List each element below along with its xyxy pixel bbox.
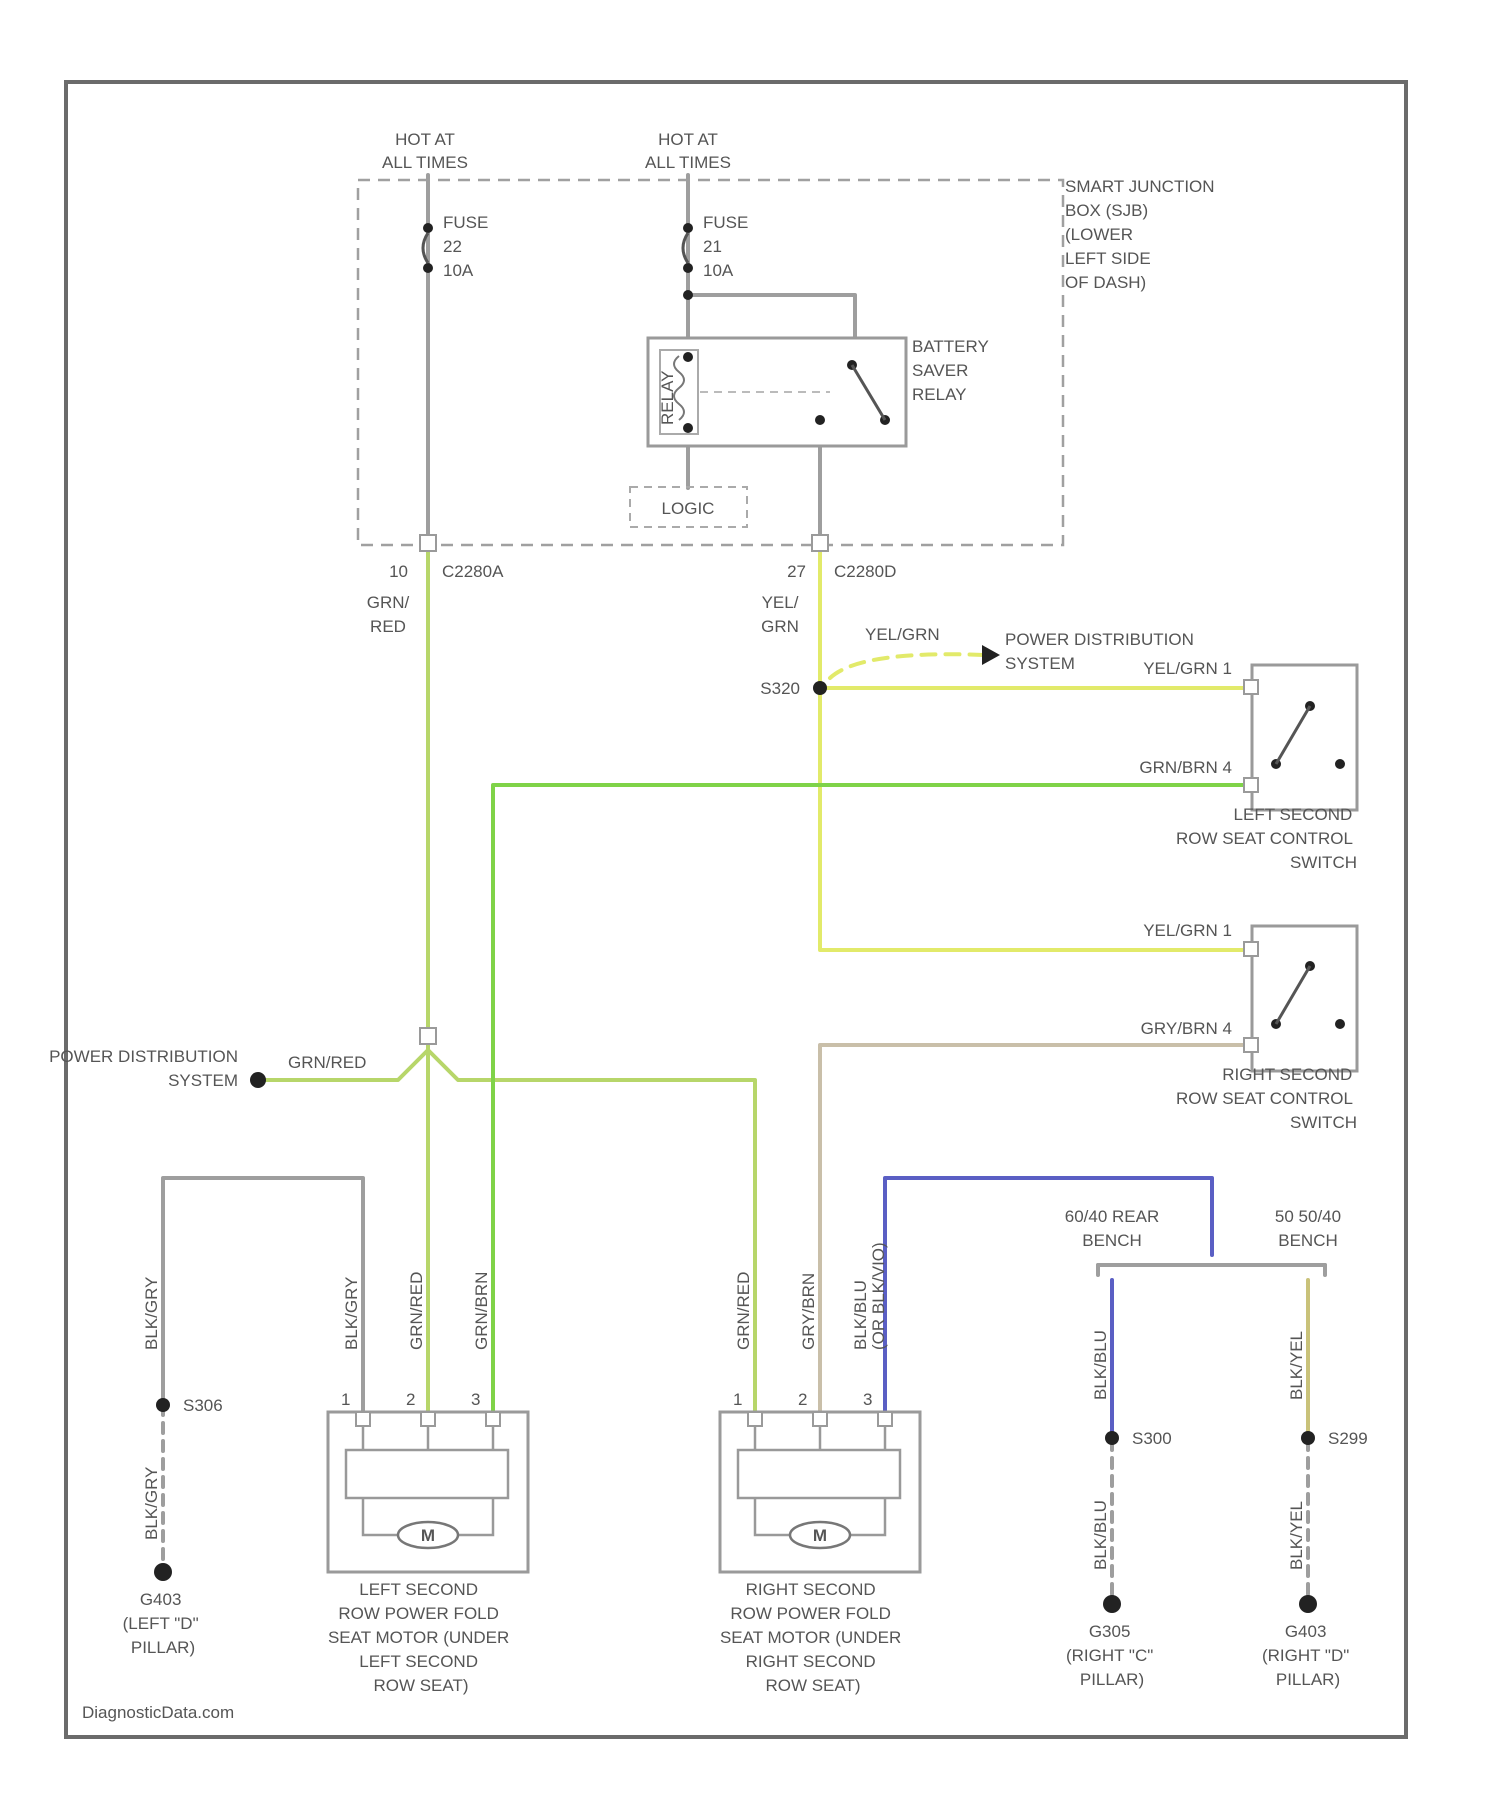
power-distribution-arrow-right	[982, 645, 1000, 665]
vlabel-grn-red-m2: GRN/RED	[734, 1272, 753, 1350]
relay-coil-label: RELAY	[658, 371, 677, 426]
right-seat-motor	[720, 1412, 920, 1572]
motor1-pin-3: 3	[471, 1390, 480, 1409]
wire-label-yel-grn-top: YEL/GRN	[761, 593, 799, 636]
right-motor-name: RIGHT SECOND ROW POWER FOLD SEAT MOTOR (…	[720, 1580, 906, 1695]
motor2-pin-2: 2	[798, 1390, 807, 1409]
wire-grn-red-power-distribution	[258, 1050, 755, 1420]
wire-blk-blu-motor2	[885, 1178, 1212, 1420]
vlabel-blk-blu-m2: BLK/BLU(OR BLK/VIO)	[851, 1242, 888, 1350]
left-seat-control-switch	[1244, 665, 1357, 810]
battery-saver-relay-label: BATTERY SAVER RELAY	[912, 337, 993, 404]
vlabel-grn-brn-m1: GRN/BRN	[472, 1272, 491, 1350]
connector-c2280a: C2280A	[442, 562, 504, 581]
ground-g403-left-label: G403 (LEFT "D" PILLAR)	[123, 1590, 204, 1657]
motor2-pin-3: 3	[863, 1390, 872, 1409]
splice-s300	[1105, 1431, 1119, 1445]
wire-label-grn-red-top: GRN/RED	[367, 593, 410, 636]
crossover-junction	[420, 1028, 436, 1044]
motor1-pin-2: 2	[406, 1390, 415, 1409]
left-switch-pin1-label: YEL/GRN 1	[1143, 659, 1232, 678]
smart-junction-box-label: SMART JUNCTION BOX (SJB) (LOWER LEFT SID…	[1065, 177, 1219, 292]
ground-g305	[1103, 1595, 1121, 1613]
connector-pin-10	[420, 535, 436, 551]
splice-s306	[156, 1398, 170, 1412]
wire-yel-grn-to-pds	[830, 654, 985, 678]
vlabel-blk-yel-right: BLK/YEL	[1287, 1331, 1306, 1400]
wire-label-yel-grn-pds: YEL/GRN	[865, 625, 940, 644]
splice-s320	[813, 681, 827, 695]
pin-27-label: 27	[787, 562, 806, 581]
motor1-pin-1: 1	[341, 1390, 350, 1409]
right-seat-control-switch	[1244, 926, 1357, 1071]
splice-s320-label: S320	[760, 679, 800, 698]
right-switch-name: RIGHT SECOND ROW SEAT CONTROL SWITCH	[1176, 1065, 1357, 1132]
ground-g403-right	[1299, 1595, 1317, 1613]
power-distribution-arrow-left	[250, 1072, 266, 1088]
vlabel-gry-brn-m2: GRY/BRN	[799, 1273, 818, 1350]
vlabel-blk-gry-ground: BLK/GRY	[142, 1467, 161, 1540]
ground-g305-label: G305 (RIGHT "C" PILLAR)	[1066, 1622, 1158, 1689]
motor1-symbol: M	[421, 1526, 435, 1545]
vlabel-blk-blu-ground: BLK/BLU	[1091, 1500, 1110, 1570]
watermark: DiagnosticData.com	[82, 1703, 234, 1722]
wire-blk-gry-loop	[163, 1178, 363, 1420]
ground-g403-right-label: G403 (RIGHT "D" PILLAR)	[1262, 1622, 1354, 1689]
wire-yel-grn-main	[820, 545, 1252, 950]
splice-s306-label: S306	[183, 1396, 223, 1415]
wire-label-grn-red-left: GRN/RED	[288, 1053, 366, 1072]
vlabel-grn-red-m1: GRN/RED	[407, 1272, 426, 1350]
battery-saver-relay	[648, 338, 906, 446]
motor2-pin-1: 1	[733, 1390, 742, 1409]
connector-pin-27	[812, 535, 828, 551]
motor2-symbol: M	[813, 1526, 827, 1545]
splice-s299	[1301, 1431, 1315, 1445]
right-switch-pin4-label: GRY/BRN 4	[1141, 1019, 1232, 1038]
left-seat-motor	[328, 1412, 528, 1572]
vlabel-blk-blu-right: BLK/BLU	[1091, 1330, 1110, 1400]
left-motor-name: LEFT SECOND ROW POWER FOLD SEAT MOTOR (U…	[328, 1580, 514, 1695]
logic-label: LOGIC	[662, 499, 715, 518]
vlabel-blk-yel-ground: BLK/YEL	[1287, 1501, 1306, 1570]
splice-s299-label: S299	[1328, 1429, 1368, 1448]
right-switch-pin1-label: YEL/GRN 1	[1143, 921, 1232, 940]
pin-10-label: 10	[389, 562, 408, 581]
vlabel-blk-gry-m1: BLK/GRY	[342, 1277, 361, 1350]
left-switch-name: LEFT SECOND ROW SEAT CONTROL SWITCH	[1176, 805, 1357, 872]
vlabel-blk-gry-loop: BLK/GRY	[142, 1277, 161, 1350]
ground-g403-left	[154, 1563, 172, 1581]
connector-c2280d: C2280D	[834, 562, 896, 581]
splice-s300-label: S300	[1132, 1429, 1172, 1448]
left-switch-pin4-label: GRN/BRN 4	[1139, 758, 1232, 777]
